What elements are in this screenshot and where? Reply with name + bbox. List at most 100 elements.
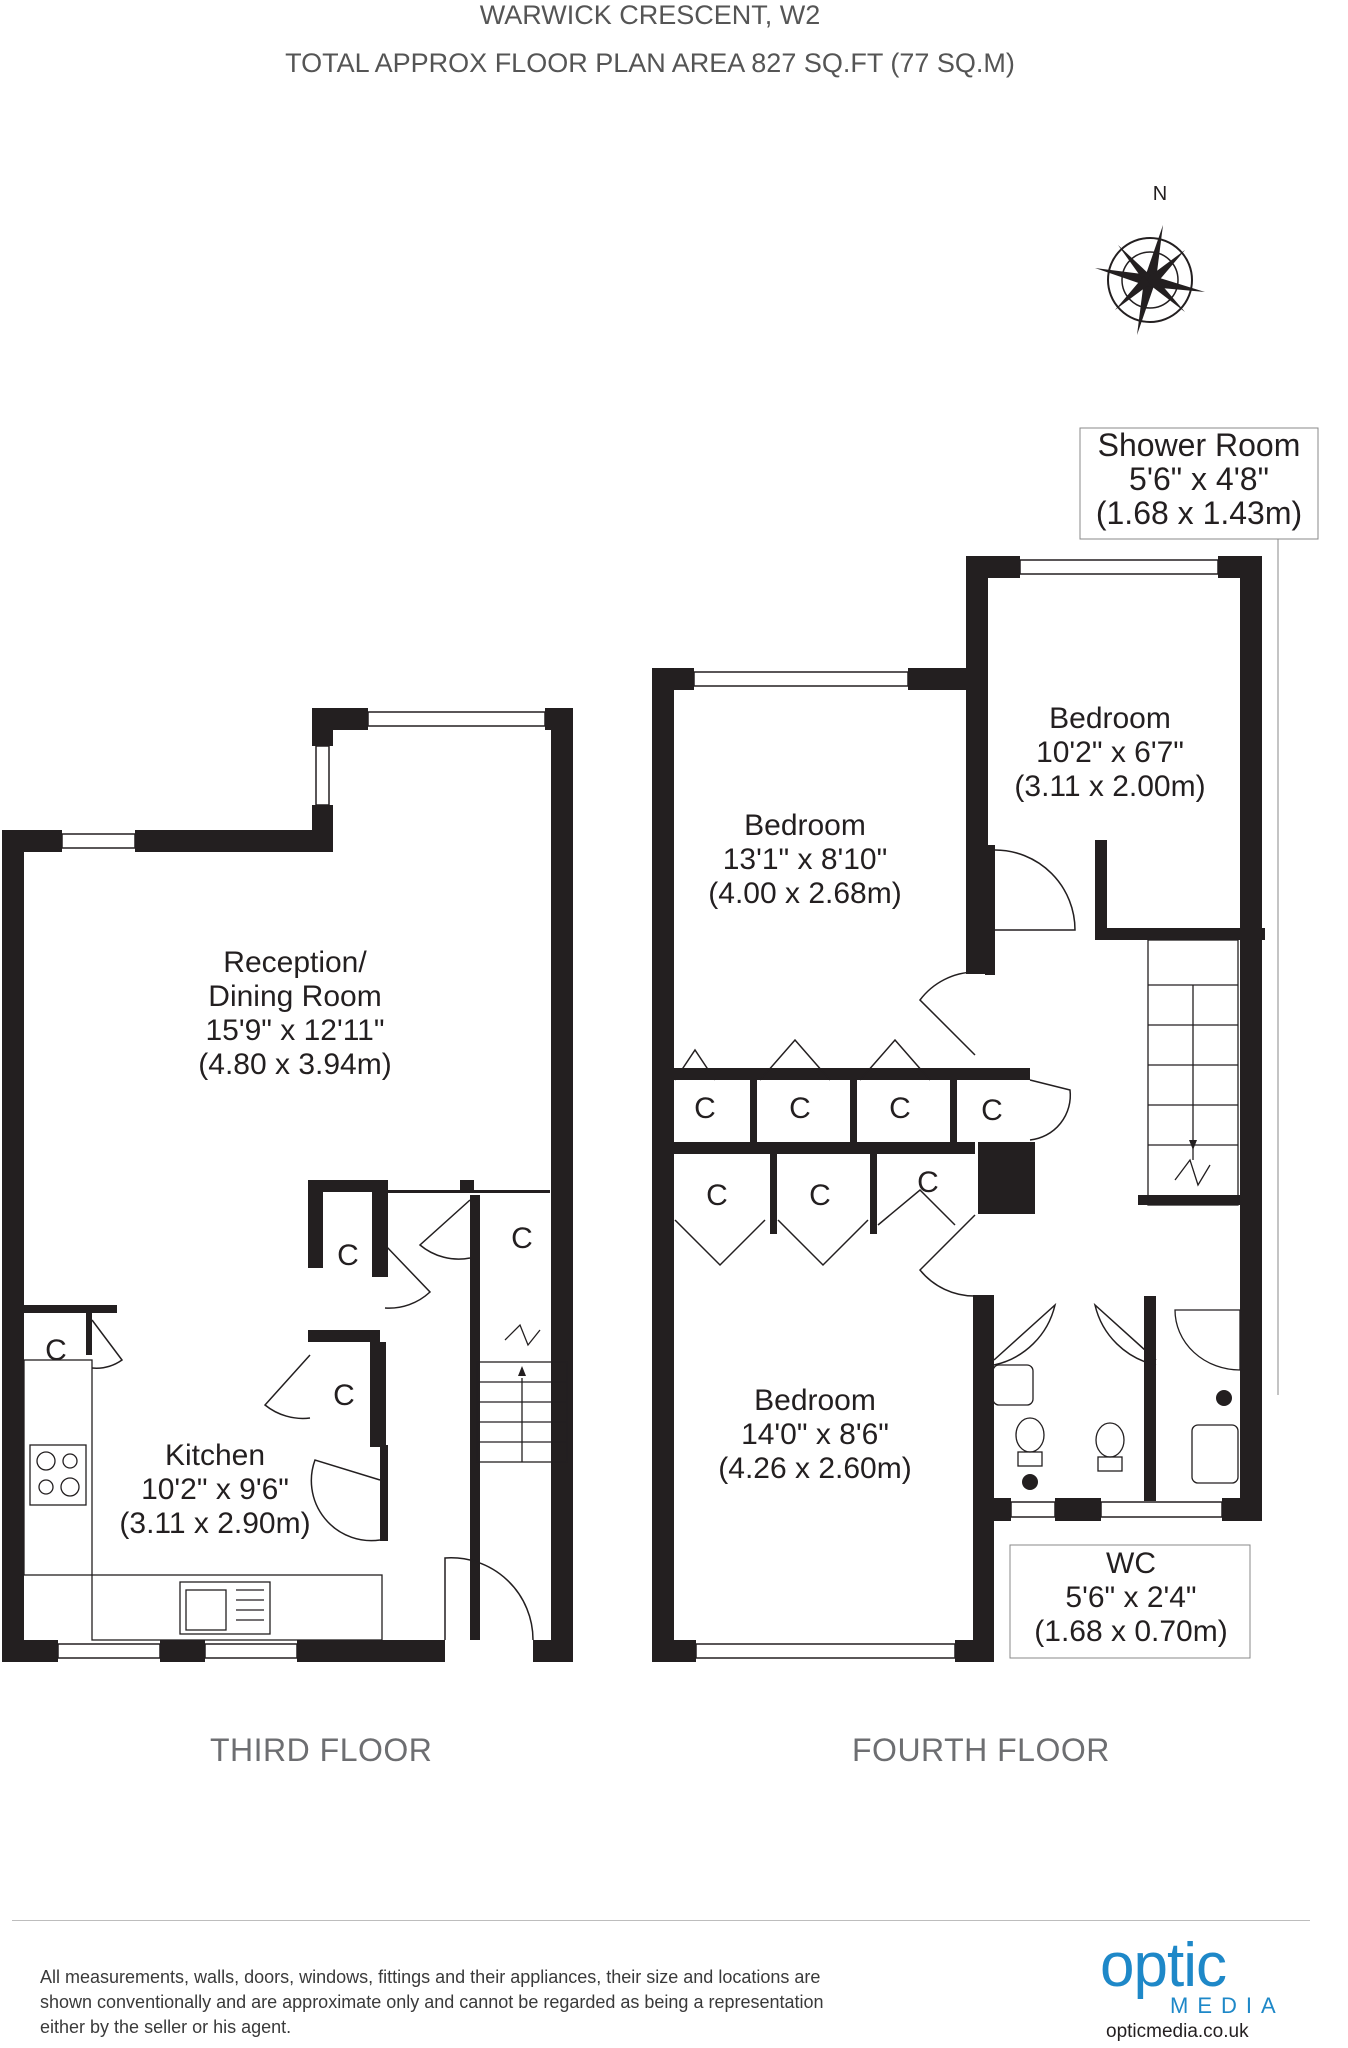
disclaimer-line: either by the seller or his agent. [40,2017,292,2037]
door-swing [384,1244,432,1309]
door-swing [674,1219,766,1267]
door-swing [918,1214,976,1297]
svg-text:15'9" x 12'11": 15'9" x 12'11" [206,1014,385,1047]
bedroom-1-name: Bedroom [744,809,866,842]
wall [850,1068,857,1148]
window [693,671,909,687]
wall [978,1142,1035,1214]
svg-text:WC: WC [1106,1547,1156,1580]
wc-dimensions-metric: (1.68 x 0.70m) [1034,1615,1227,1648]
svg-text:Kitchen: Kitchen [165,1439,265,1472]
wall [160,1640,205,1662]
compass-north-label: N [1153,183,1167,205]
wc-name: WC [1106,1547,1156,1580]
cupboard-label: C [789,1092,811,1125]
svg-text:Bedroom: Bedroom [754,1384,876,1417]
svg-text:Dining Room: Dining Room [208,980,381,1013]
window [57,1643,161,1659]
fourth-floor-label: FOURTH FLOOR [852,1732,1110,1768]
cupboard-label: C [511,1222,533,1255]
basin [992,1364,1034,1406]
svg-text:C: C [789,1092,811,1125]
entrance-door-swing [444,1557,534,1641]
shower-basin [1191,1424,1239,1484]
svg-text:C: C [889,1092,911,1125]
svg-text:(4.00 x 2.68m): (4.00 x 2.68m) [708,877,901,910]
wall [1095,840,1107,940]
wall [372,1180,388,1277]
disclaimer-line: shown conventionally and are approximate… [40,1992,824,2012]
shower-room-dimensions-imperial: 5'6" x 4'8" [1129,461,1269,497]
shower-toilet [1095,1422,1125,1458]
door-swing [263,1354,311,1420]
shower-room-label-box [1079,427,1319,540]
wall [652,668,674,1662]
disclaimer-line: All measurements, walls, doors, windows,… [40,1967,821,1987]
door-swing [759,1038,831,1081]
door-swing [91,1319,124,1369]
bedroom-3-dimensions-metric: (4.26 x 2.60m) [718,1452,911,1485]
cupboard-label: C [809,1179,831,1212]
wc-dimensions-imperial: 5'6" x 2'4" [1065,1581,1196,1614]
website-link[interactable]: opticmedia.co.uk [1106,2021,1249,2042]
wall [965,1068,1030,1080]
wall [966,556,988,974]
wall [1144,1296,1156,1501]
cupboard-label: C [981,1094,1003,1127]
logo-subtext: MEDIA [1170,1993,1285,2018]
window [61,833,136,849]
wall [985,845,995,975]
fourth-floor-plan: Shower Room 5'6" x 4'8" (1.68 x 1.43m) B… [652,427,1319,1662]
svg-text:C: C [981,1094,1003,1127]
cupboard-label: C [889,1092,911,1125]
svg-text:C: C [694,1092,716,1125]
cupboard-label: C [694,1092,716,1125]
wall [1222,1498,1262,1521]
wall [670,1068,975,1080]
bedroom-3-dimensions-imperial: 14'0" x 8'6" [741,1418,889,1451]
door-swing [877,1188,956,1226]
reception-name-line1: Reception/ [223,946,367,979]
wall [312,805,333,852]
wall [460,1180,474,1190]
optic-media-logo: optic MEDIA opticmedia.co.uk [1100,1935,1290,2045]
wall [950,1068,957,1148]
door-swing [919,971,976,1056]
wall [652,668,694,690]
cupboard-label: C [337,1239,359,1272]
wall [2,1305,117,1313]
kitchen-dimensions-imperial: 10'2" x 9'6" [141,1473,289,1506]
window [1010,1501,1056,1518]
bedroom-3-name: Bedroom [754,1384,876,1417]
door-swing [1093,1302,1157,1366]
disclaimer: All measurements, walls, doors, windows,… [40,1965,960,2040]
wall [308,1180,388,1192]
svg-text:C: C [809,1179,831,1212]
svg-text:C: C [917,1166,939,1199]
svg-text:Bedroom: Bedroom [744,809,866,842]
shower-room-dimensions-metric: (1.68 x 1.43m) [1096,495,1302,531]
wall [297,1640,445,1662]
bedroom-1-dimensions-metric: (4.00 x 2.68m) [708,877,901,910]
wall [1240,1296,1262,1306]
wall [308,1330,380,1342]
svg-text:(1.68 x 1.43m): (1.68 x 1.43m) [1096,495,1302,531]
door-swing [674,1048,716,1081]
bedroom-1-dimensions-imperial: 13'1" x 8'10" [723,843,888,876]
window [695,1643,956,1659]
svg-text:10'2" x 9'6": 10'2" x 9'6" [141,1473,289,1506]
svg-text:(4.26 x 2.60m): (4.26 x 2.60m) [718,1452,911,1485]
window [204,1643,298,1659]
wall [2,1640,58,1662]
stairs [1147,939,1239,1206]
bedroom-2-dimensions-imperial: 10'2" x 6'7" [1036,736,1184,769]
wall [908,668,978,690]
third-floor-label: THIRD FLOOR [210,1732,433,1768]
svg-text:5'6" x 2'4": 5'6" x 2'4" [1065,1581,1196,1614]
wall [2,830,62,852]
svg-text:Bedroom: Bedroom [1049,702,1171,735]
svg-text:(1.68 x 0.70m): (1.68 x 0.70m) [1034,1615,1227,1648]
door-swing [994,849,1076,931]
cupboard-label: C [45,1334,67,1367]
window [367,711,546,727]
